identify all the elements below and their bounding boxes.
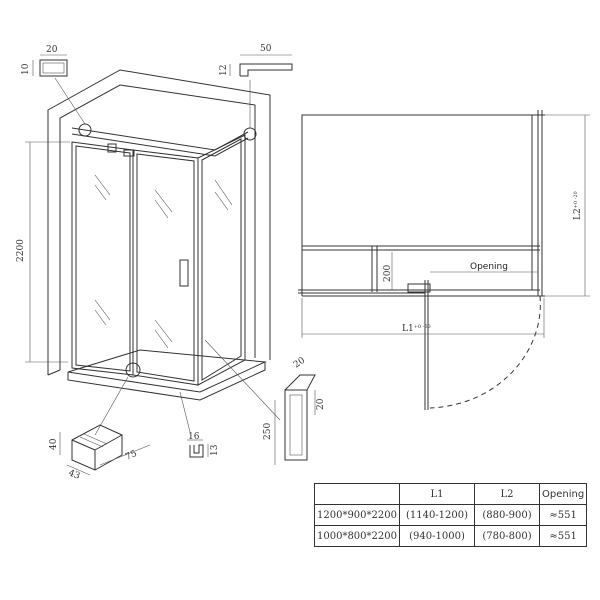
bottom-profile-detail: 16 13	[187, 432, 220, 458]
table-row: 1200*900*2200 (1140-1200) (880-900) ≈551	[314, 504, 588, 526]
svg-text:20: 20	[316, 398, 326, 410]
svg-text:20: 20	[46, 45, 58, 55]
l2-dimension: L2+0 -20	[573, 191, 583, 220]
plan-view: Opening 200 L1+0 -60 L2+0 -20	[298, 110, 590, 410]
table-header-row: L1 L2 Opening	[314, 483, 588, 505]
table-row: 1000*800*2200 (940-1000) (780-800) ≈551	[314, 525, 588, 547]
svg-text:200: 200	[383, 265, 393, 282]
svg-text:40: 40	[49, 438, 59, 450]
svg-text:10: 10	[21, 63, 31, 75]
svg-text:250: 250	[263, 423, 273, 440]
opening-label: Opening	[470, 262, 508, 272]
handle-detail: 250 20 20	[263, 356, 326, 465]
svg-text:43: 43	[67, 468, 81, 481]
isometric-view: 2200	[16, 69, 281, 436]
height-dimension: 2200	[16, 239, 26, 262]
l1-dimension: L1+0 -60	[402, 324, 431, 334]
top-right-profile-detail: 50 12	[219, 44, 293, 77]
hinge-detail: 40 43 75	[49, 424, 151, 482]
svg-text:75: 75	[124, 449, 139, 463]
svg-text:20: 20	[292, 356, 307, 371]
svg-text:50: 50	[260, 44, 272, 54]
size-table: L1 L2 Opening 1200*900*2200 (1140-1200) …	[314, 483, 588, 547]
svg-text:13: 13	[210, 444, 220, 456]
top-left-profile-detail: 20 10	[21, 45, 68, 77]
svg-text:12: 12	[219, 65, 229, 76]
svg-text:16: 16	[188, 432, 200, 442]
